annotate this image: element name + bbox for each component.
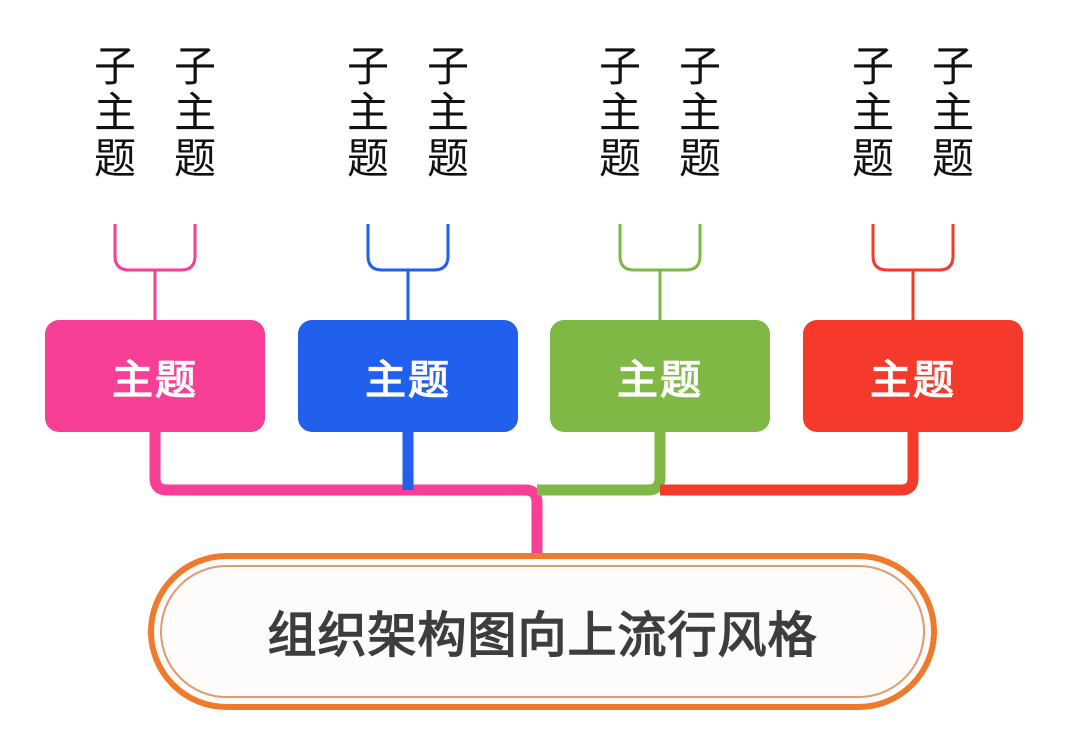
subtopic-char: 主 — [678, 89, 721, 136]
subtopic-bracket-red — [871, 224, 955, 272]
subtopic-bracket-pink — [113, 224, 197, 272]
branch-connector-red — [660, 432, 919, 496]
subtopic-char: 主 — [346, 89, 389, 136]
subtopic-label-red-1: 子 主 题 — [850, 44, 896, 182]
subtopic-label-pink-2: 子 主 题 — [172, 44, 218, 182]
subtopic-bracket-blue — [366, 224, 450, 272]
subtopic-label-blue-2: 子 主 题 — [425, 44, 471, 182]
subtopic-char: 题 — [931, 135, 974, 182]
topic-box-label: 主题 — [365, 357, 451, 403]
branch-connector-pink — [149, 432, 543, 556]
subtopic-char: 主 — [851, 89, 894, 136]
subtopic-char: 题 — [93, 135, 136, 182]
subtopic-char: 题 — [426, 135, 469, 182]
branch-connector-green — [537, 432, 666, 496]
subtopic-char: 题 — [678, 135, 721, 182]
topic-box-label: 主题 — [112, 357, 198, 403]
subtopic-char: 主 — [598, 89, 641, 136]
root-node[interactable]: 组织架构图向上流行风格 — [148, 553, 937, 710]
topic-box-label: 主题 — [870, 357, 956, 403]
subtopic-char: 题 — [346, 135, 389, 182]
topic-box-red[interactable]: 主题 — [803, 320, 1023, 432]
subtopic-char: 主 — [173, 89, 216, 136]
subtopic-label-red-2: 子 主 题 — [930, 44, 976, 182]
subtopic-label-pink-1: 子 主 题 — [92, 44, 138, 182]
topic-box-label: 主题 — [617, 357, 703, 403]
topic-box-blue[interactable]: 主题 — [298, 320, 518, 432]
subtopic-label-blue-1: 子 主 题 — [345, 44, 391, 182]
subtopic-bracket-green — [618, 224, 702, 272]
root-node-label: 组织架构图向上流行风格 — [267, 609, 818, 663]
subtopic-char: 子 — [678, 43, 721, 90]
subtopic-char: 子 — [93, 43, 136, 90]
topic-box-green[interactable]: 主题 — [550, 320, 770, 432]
subtopic-label-green-2: 子 主 题 — [677, 44, 723, 182]
subtopic-char: 题 — [598, 135, 641, 182]
subtopic-char: 题 — [851, 135, 894, 182]
subtopic-char: 主 — [426, 89, 469, 136]
subtopic-char: 子 — [173, 43, 216, 90]
subtopic-char: 子 — [851, 43, 894, 90]
subtopic-char: 题 — [173, 135, 216, 182]
subtopic-char: 子 — [598, 43, 641, 90]
subtopic-label-green-1: 子 主 题 — [597, 44, 643, 182]
subtopic-char: 子 — [426, 43, 469, 90]
subtopic-char: 子 — [931, 43, 974, 90]
topic-box-pink[interactable]: 主题 — [45, 320, 265, 432]
subtopic-char: 主 — [93, 89, 136, 136]
subtopic-char: 子 — [346, 43, 389, 90]
subtopic-char: 主 — [931, 89, 974, 136]
